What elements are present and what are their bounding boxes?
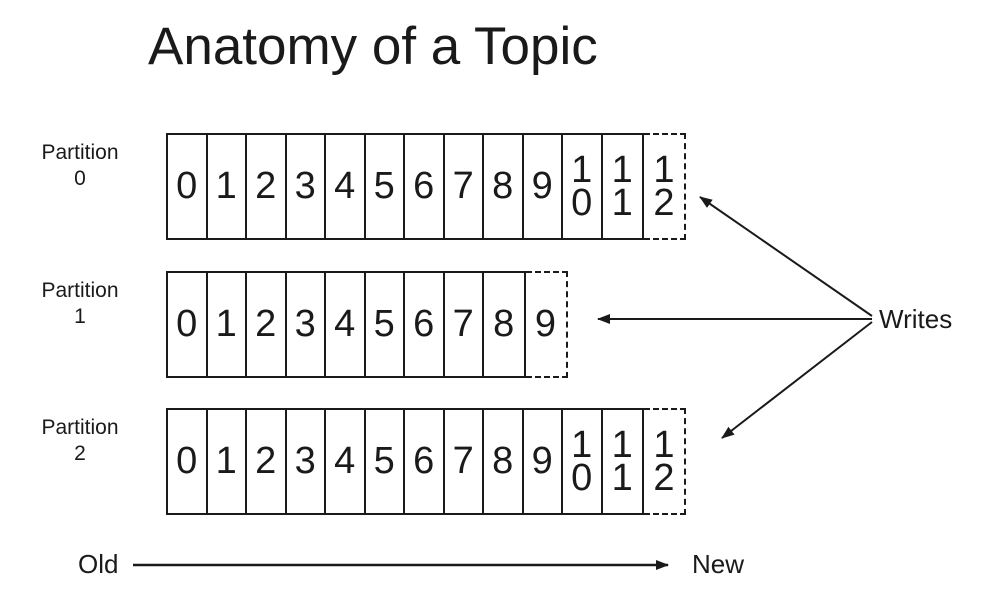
log-cell: 9 bbox=[524, 410, 563, 513]
log-cell: 7 bbox=[445, 273, 484, 376]
log-cell: 6 bbox=[405, 410, 445, 513]
log-cell: 8 bbox=[484, 410, 524, 513]
log-cell: 7 bbox=[445, 410, 484, 513]
log-cell: 7 bbox=[445, 135, 484, 238]
log-cell: 4 bbox=[326, 273, 366, 376]
write-arrow-partition-0 bbox=[699, 196, 873, 317]
log-cell: 8 bbox=[484, 135, 524, 238]
partition-0-label-number: 0 bbox=[74, 167, 86, 190]
log-cell: 6 bbox=[405, 273, 445, 376]
log-cell: 1 bbox=[208, 410, 247, 513]
log-cell: 3 bbox=[287, 410, 326, 513]
log-cell: 5 bbox=[366, 135, 405, 238]
log-cell: 1 0 bbox=[563, 410, 603, 513]
old-label: Old bbox=[78, 549, 119, 579]
log-cell: 2 bbox=[247, 273, 287, 376]
partition-2-label: Partition 2 bbox=[30, 415, 130, 467]
log-cell: 8 bbox=[493, 303, 515, 345]
writes-label: Writes bbox=[879, 304, 953, 334]
partition-2-label-name: Partition bbox=[41, 416, 119, 439]
log-cell: 2 bbox=[247, 410, 287, 513]
partition-0-next-write-cell: 1 2 bbox=[644, 133, 686, 240]
log-cell: 4 bbox=[326, 135, 366, 238]
log-cell: 0 bbox=[168, 135, 208, 238]
log-cell: 0 bbox=[168, 273, 208, 376]
partition-1-label-number: 1 bbox=[74, 305, 86, 328]
log-cell: 2 bbox=[247, 135, 287, 238]
log-cell: 1 0 bbox=[563, 135, 603, 238]
log-cell: 5 bbox=[366, 273, 405, 376]
log-cell: 1 bbox=[208, 273, 247, 376]
log-cell: 1 1 bbox=[611, 423, 633, 499]
log-cell: 1 bbox=[208, 135, 247, 238]
log-cell: 5 bbox=[366, 410, 405, 513]
write-arrow-partition-2 bbox=[721, 321, 873, 439]
log-cell: 6 bbox=[405, 135, 445, 238]
log-cell: 1 1 bbox=[611, 148, 633, 224]
diagram-title: Anatomy of a Topic bbox=[148, 17, 598, 76]
partition-0-label: Partition 0 bbox=[30, 140, 130, 192]
log-cell: 4 bbox=[326, 410, 366, 513]
partition-1-label: Partition 1 bbox=[30, 278, 130, 330]
partition-0-label-name: Partition bbox=[41, 141, 119, 164]
partition-1-next-write-cell: 9 bbox=[525, 271, 568, 378]
log-cell: 3 bbox=[287, 135, 326, 238]
log-cell: 9 bbox=[524, 135, 563, 238]
new-label: New bbox=[692, 549, 745, 579]
log-cell: 0 bbox=[168, 410, 208, 513]
partition-2-label-number: 2 bbox=[74, 442, 86, 465]
partition-1-label-name: Partition bbox=[41, 279, 119, 302]
partition-2-next-write-cell: 1 2 bbox=[644, 408, 686, 515]
log-cell: 3 bbox=[287, 273, 326, 376]
